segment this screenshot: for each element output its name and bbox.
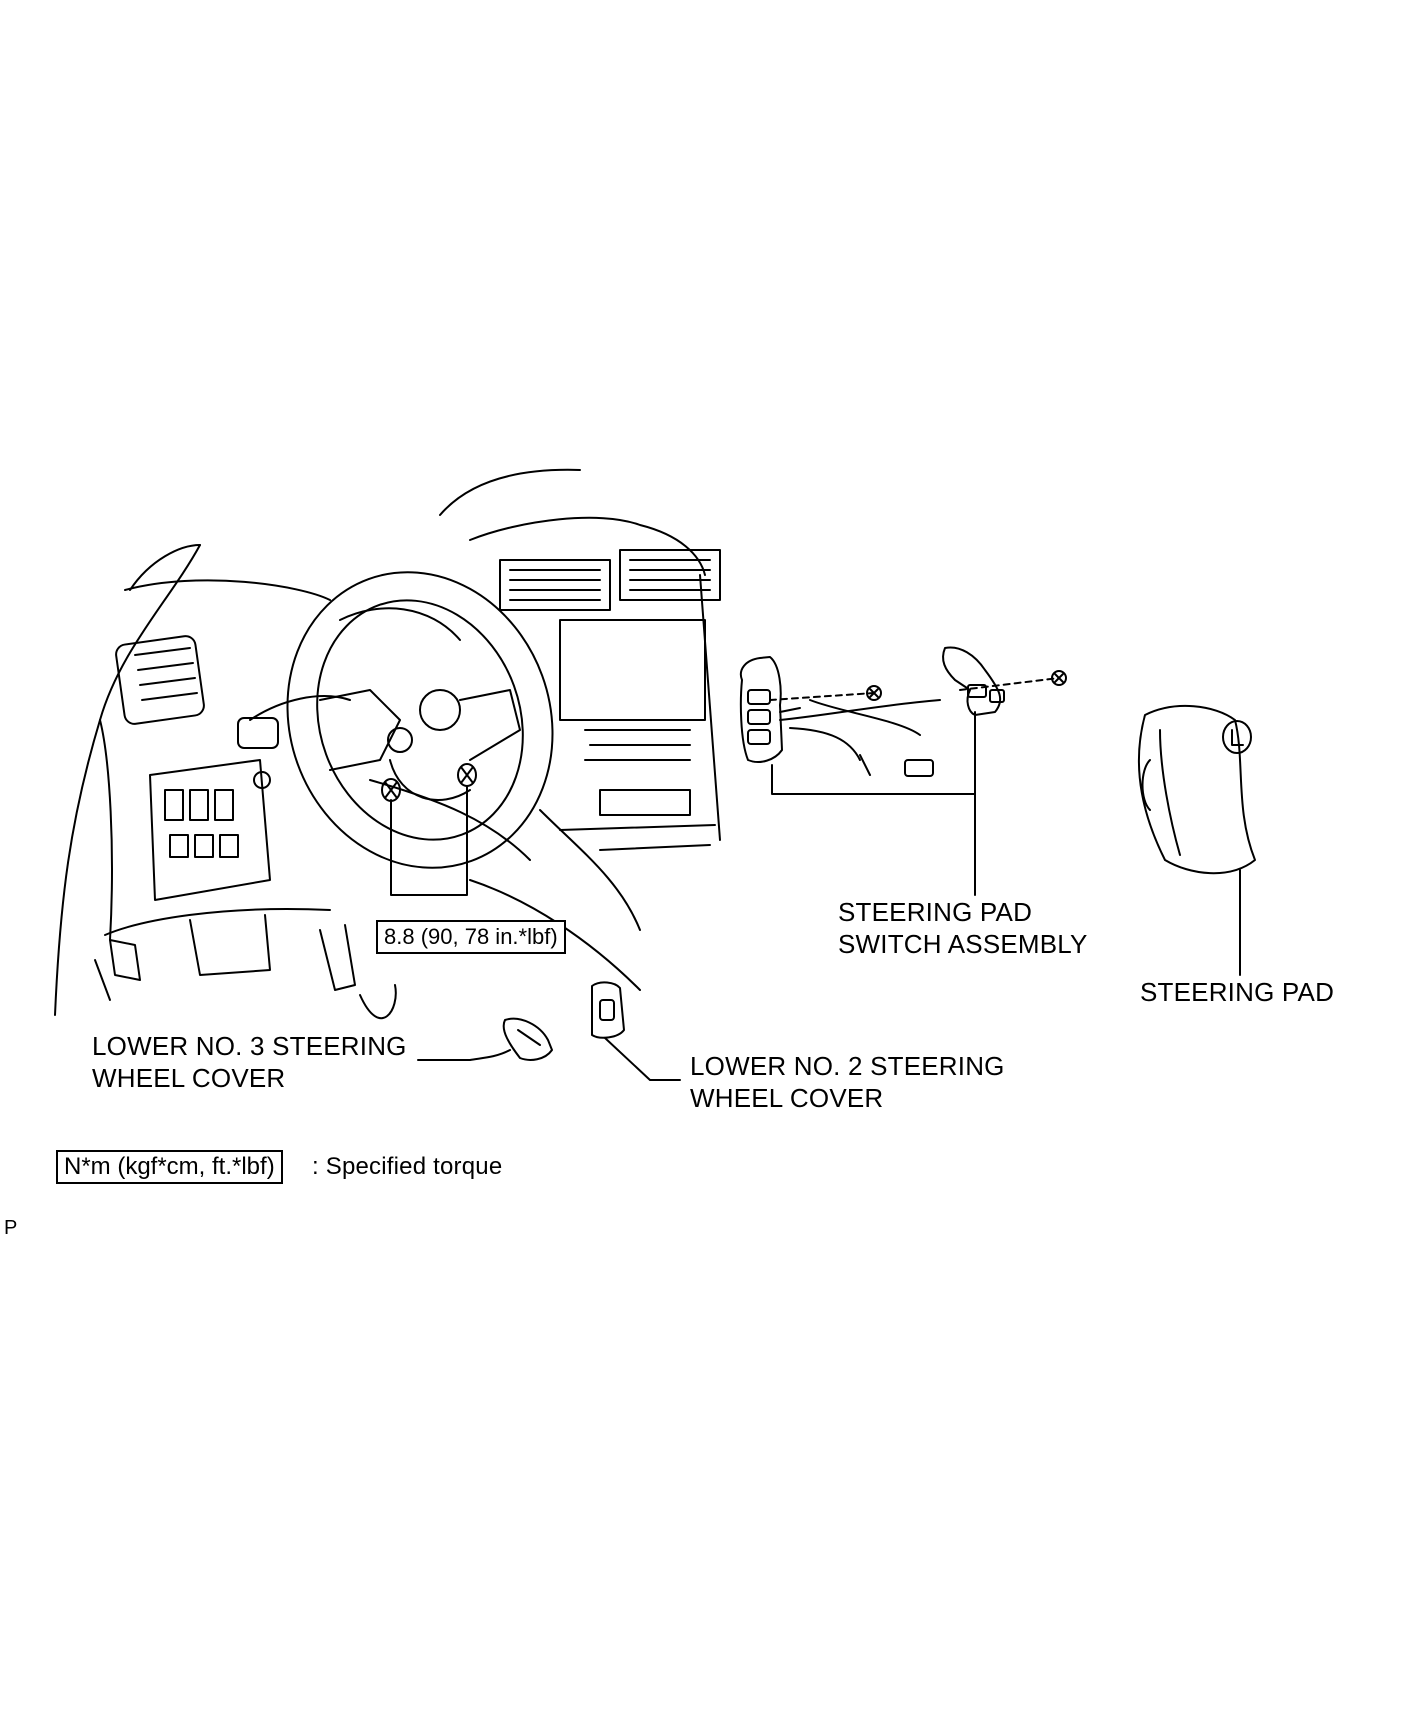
label-lower-no2-cover-1: LOWER NO. 2 STEERING bbox=[690, 1051, 1005, 1081]
label-steering-pad: STEERING PAD bbox=[1140, 977, 1335, 1007]
label-lower-no2-cover-2: WHEEL COVER bbox=[690, 1083, 884, 1113]
dashboard-illustration bbox=[54, 468, 721, 1020]
steering-wheel-illustration bbox=[237, 571, 554, 869]
torque-leader-lines bbox=[390, 785, 468, 896]
steering-pad-switch-illustration bbox=[739, 646, 1067, 896]
label-lower-no3-cover-2: WHEEL COVER bbox=[92, 1063, 286, 1093]
page-marker: P bbox=[4, 1217, 18, 1239]
label-steering-pad-switch-assembly-2: SWITCH ASSEMBLY bbox=[838, 929, 1088, 959]
legend-description: : Specified torque bbox=[312, 1153, 503, 1180]
lower-no3-cover-illustration bbox=[417, 1017, 553, 1061]
torque-value-box: 8.8 (90, 78 in.*lbf) bbox=[376, 920, 566, 954]
label-steering-pad-switch-assembly-1: STEERING PAD bbox=[838, 897, 1033, 927]
label-lower-no3-cover-1: LOWER NO. 3 STEERING bbox=[92, 1031, 407, 1061]
steering-pad-illustration bbox=[1137, 704, 1256, 976]
lower-no2-cover-illustration bbox=[591, 981, 681, 1081]
legend-unit-box: N*m (kgf*cm, ft.*lbf) bbox=[56, 1150, 283, 1184]
